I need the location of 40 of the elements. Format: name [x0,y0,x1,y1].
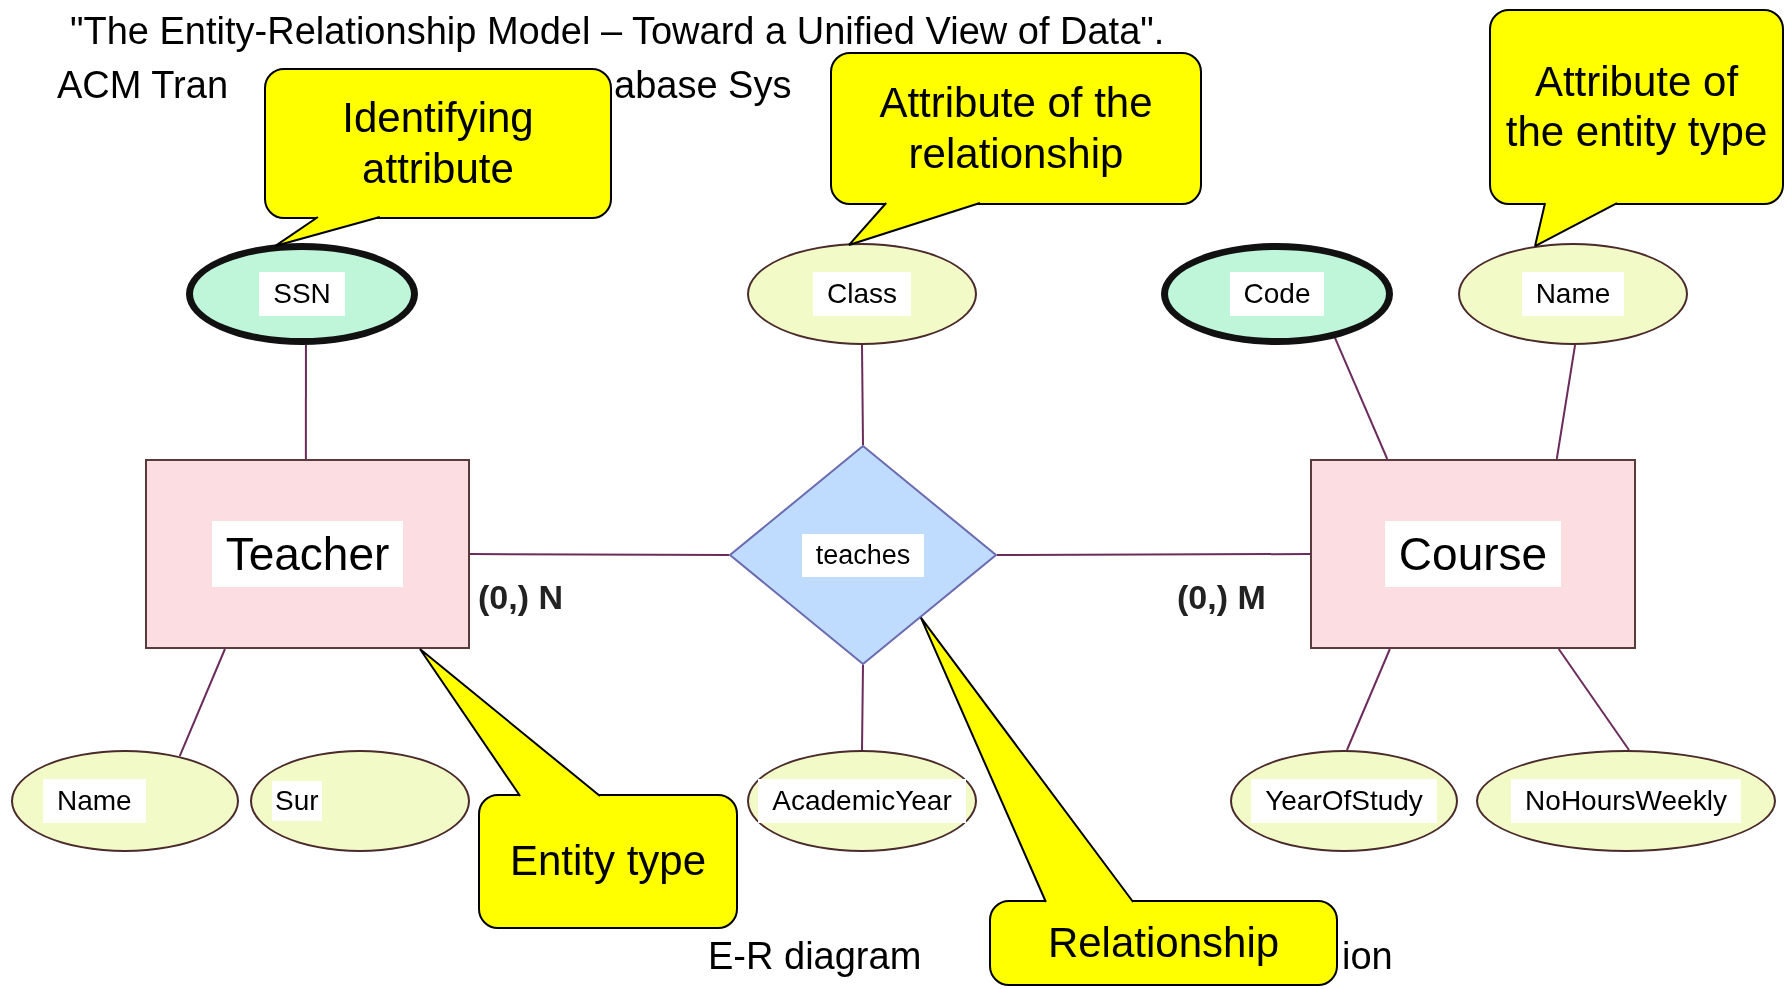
callout-bubble [989,900,1338,986]
entity-name: Course [1384,521,1562,587]
title-text: "The Entity-Relationship Model – Toward a Unified View of Data". [70,10,1165,54]
title-text: ACM Tran [57,64,229,108]
attribute-name: Code [1229,272,1325,316]
connector-line [1557,648,1630,751]
attribute-name: YearOfStudy [1251,779,1437,823]
attribute-name: Name [43,779,146,823]
attribute-name: Class [813,272,911,316]
connector-line [996,553,1311,556]
callout-bubble [478,794,738,929]
entity-rectangle [145,459,470,649]
connector-line [178,648,226,758]
connector-line [1555,344,1577,460]
relationship-name: teaches [801,533,925,577]
connector-line [304,344,307,460]
relationship-diamond [729,445,997,665]
entity-rectangle [1310,459,1636,649]
callout-bubble [1489,9,1784,205]
cardinality-label: (0,) N [478,578,563,618]
cardinality-label: (0,) M [1177,578,1266,618]
attribute-name: AcademicYear [758,779,966,823]
callout-pointer [919,616,1135,903]
connector-line [1345,648,1391,751]
callout-text: Relationship [1047,917,1280,968]
attribute-name: NoHoursWeekly [1511,779,1741,823]
caption-text: ion [1342,935,1393,979]
callout-text: Entity type [509,836,707,887]
entity-name: Teacher [211,521,404,587]
connector-line [469,553,730,556]
title-text: abase Sys [614,64,792,108]
attribute-name: Name [1521,272,1625,316]
connector-line [861,664,864,751]
attribute-name: SSN [259,272,345,316]
callout-text: Attribute of the relationship [878,78,1154,179]
callout-text: Attribute of the entity type [1504,56,1769,157]
callout-text: Identifying attribute [341,93,535,194]
attribute-name: Sur [272,781,322,821]
connector-line [861,344,864,446]
caption-text: E-R diagram [708,935,922,979]
